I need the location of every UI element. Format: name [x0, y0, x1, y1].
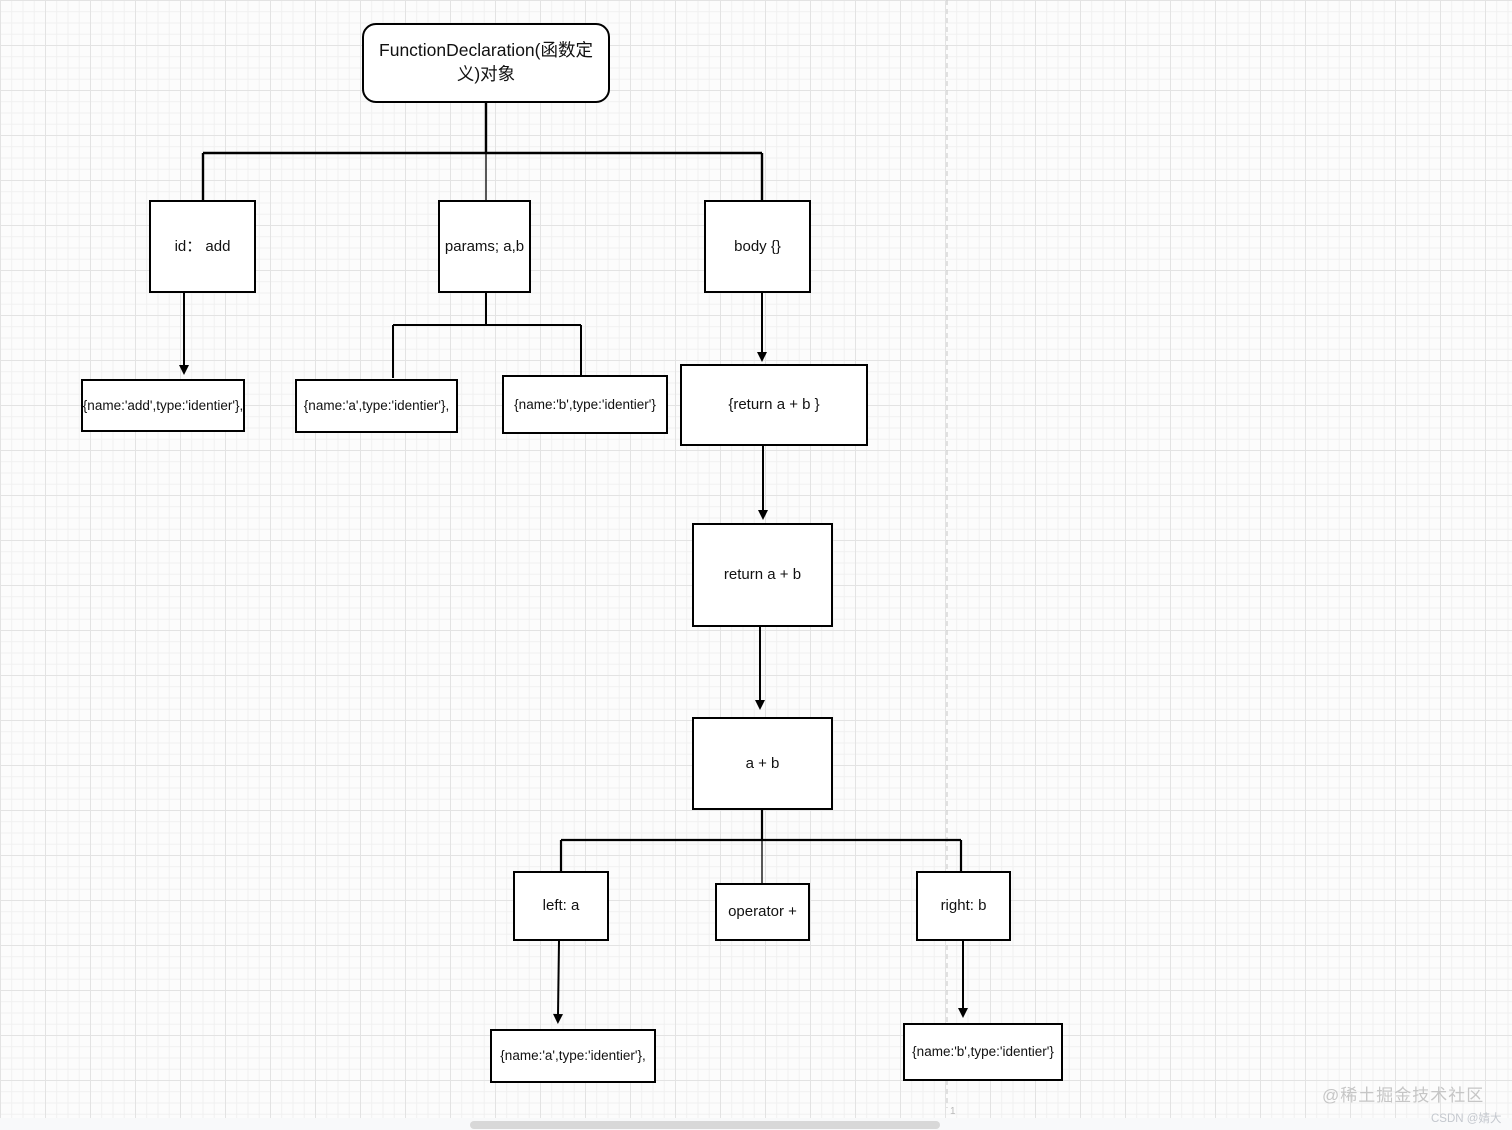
page-number-label: 1 [950, 1106, 956, 1117]
params-branch-connector [392, 293, 582, 378]
node-name-a-param[interactable]: {name:'a',type:'identier'}, [295, 379, 458, 433]
node-function-declaration[interactable]: FunctionDeclaration(函数定义)对象 [362, 23, 610, 103]
binary-expr-branch-connector [559, 810, 963, 871]
node-name-a-leaf[interactable]: {name:'a',type:'identier'}, [490, 1029, 656, 1083]
node-left-a[interactable]: left: a [513, 871, 609, 941]
juejin-watermark: @稀土掘金技术社区 [1322, 1086, 1485, 1105]
node-id-add[interactable]: id： add [149, 200, 256, 293]
node-right-b[interactable]: right: b [916, 871, 1011, 941]
node-return-statement[interactable]: return a + b [692, 523, 833, 627]
node-operator-plus[interactable]: operator + [715, 883, 810, 941]
node-return-block[interactable]: {return a + b } [680, 364, 868, 446]
node-body[interactable]: body {} [704, 200, 811, 293]
node-name-b-leaf[interactable]: {name:'b',type:'identier'} [903, 1023, 1063, 1081]
root-branch-connector [201, 102, 764, 200]
node-a-plus-b[interactable]: a + b [692, 717, 833, 810]
node-name-b-param[interactable]: {name:'b',type:'identier'} [502, 375, 668, 434]
node-name-add[interactable]: {name:'add',type:'identier'}, [81, 379, 245, 432]
horizontal-scrollbar-thumb[interactable] [470, 1121, 940, 1129]
csdn-watermark: CSDN @婧大 [1431, 1113, 1502, 1125]
node-params[interactable]: params; a,b [438, 200, 531, 293]
arrow-left-to-name-a [553, 940, 564, 1024]
